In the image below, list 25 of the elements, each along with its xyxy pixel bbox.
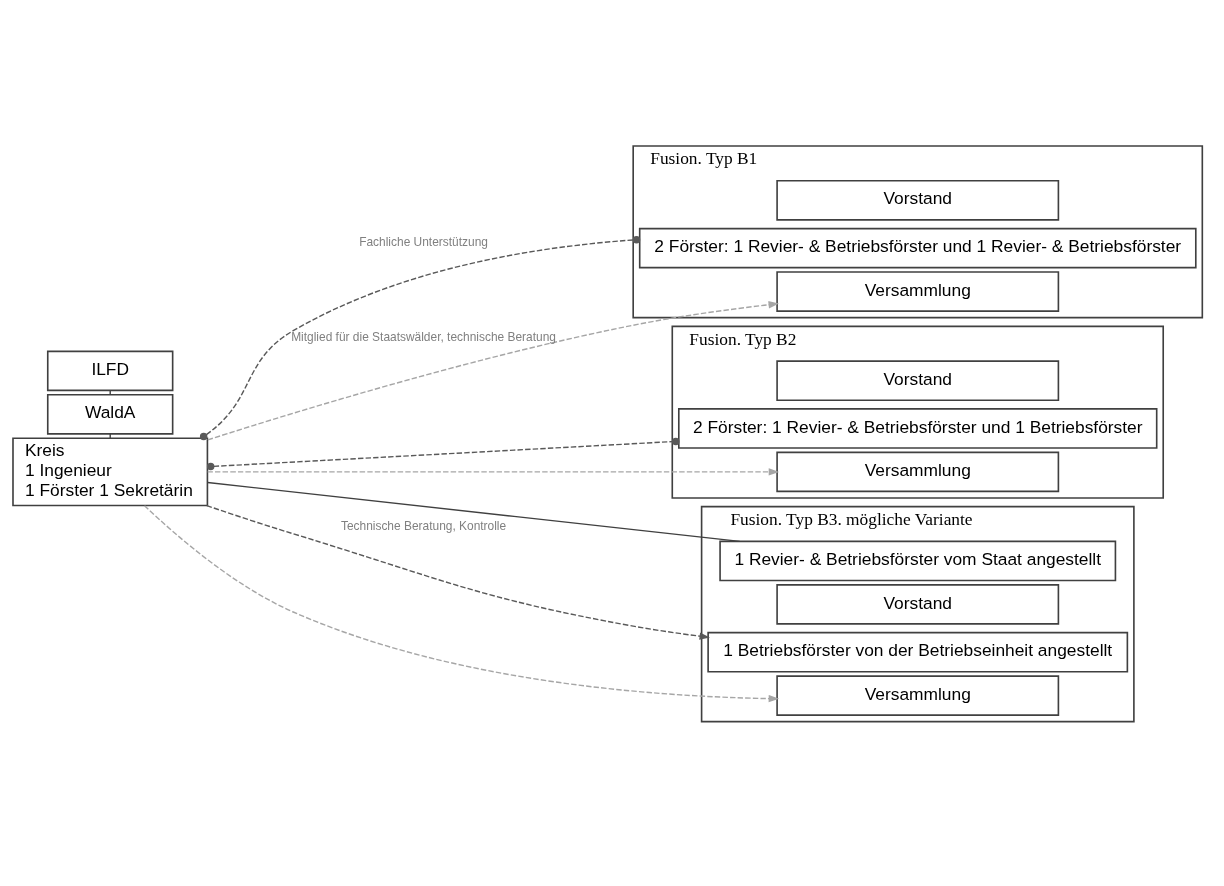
node-box: Vorstand xyxy=(776,360,1060,401)
node-box: Vorstand xyxy=(776,584,1060,625)
node-box: WaldA xyxy=(46,393,174,435)
node-box: 1 Betriebsförster von der Betriebseinheit angestellt xyxy=(707,631,1129,673)
node-box: 2 Förster: 1 Revier- & Betriebsförster und 1 Betriebsförster xyxy=(678,408,1158,449)
node-box: Versammlung xyxy=(776,271,1060,312)
arrow xyxy=(143,504,780,703)
arrow xyxy=(207,301,779,441)
arrow xyxy=(206,468,780,476)
node-box: ILFD xyxy=(46,350,174,392)
connector xyxy=(206,481,741,543)
node-box: Versammlung xyxy=(776,675,1060,716)
node-box: 1 Revier- & Betriebsförster vom Staat angestellt xyxy=(719,540,1117,582)
connector xyxy=(109,389,111,396)
connector xyxy=(109,433,111,439)
edge-label: Technische Beratung, Kontrolle xyxy=(340,519,507,534)
node-box: Vorstand xyxy=(776,179,1060,221)
node-box: 2 Förster: 1 Revier- & Betriebsförster und 1 Revier- & Betriebsförster xyxy=(638,227,1197,269)
connector xyxy=(199,236,641,441)
node-box: Versammlung xyxy=(776,451,1060,493)
connector xyxy=(206,437,680,471)
edge-label: Mitglied für die Staatswälder, technische Beratung xyxy=(291,330,556,345)
arrow xyxy=(206,504,710,640)
edge-label: Fachliche Unterstützung xyxy=(359,234,488,249)
node-box: Kreis 1 Ingenieur 1 Förster 1 Sekretärin xyxy=(12,437,209,507)
